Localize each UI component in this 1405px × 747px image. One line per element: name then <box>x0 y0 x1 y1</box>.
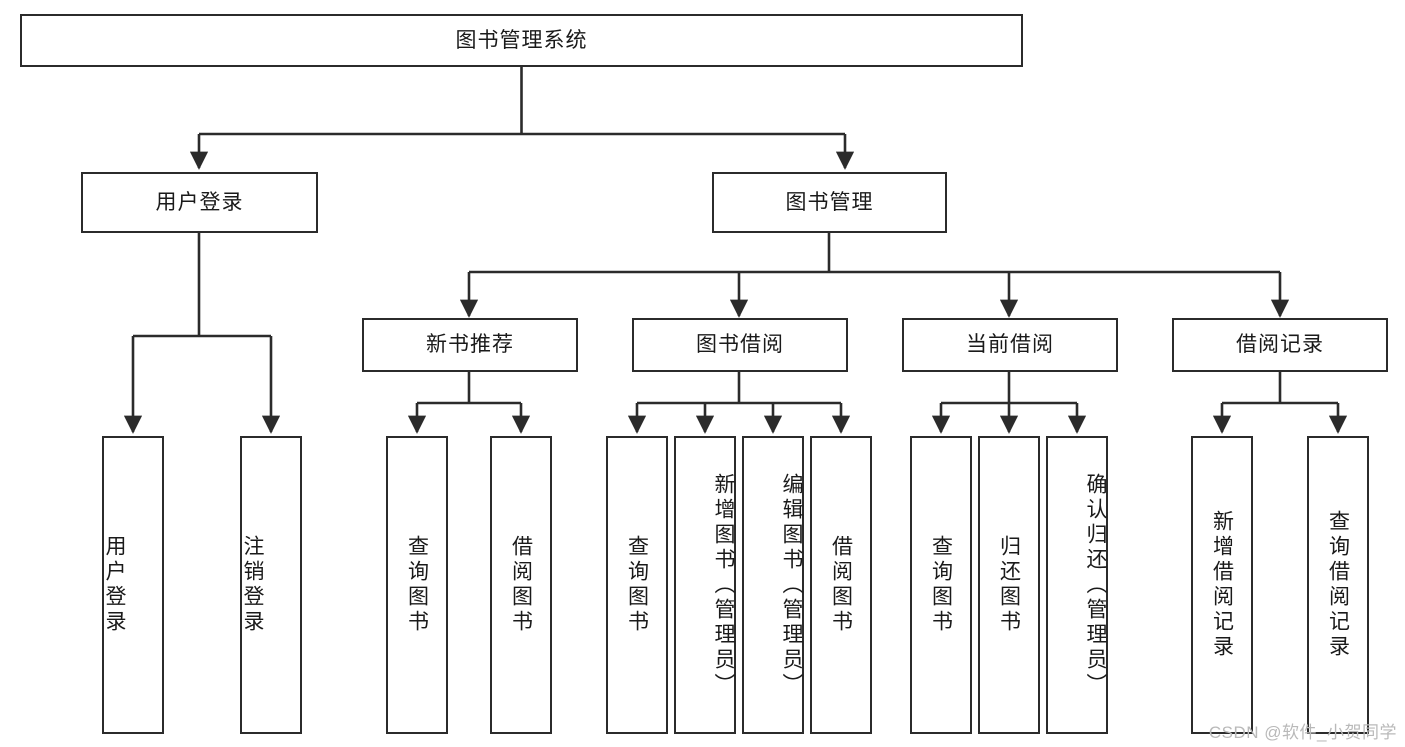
leaf-borrow-add-book-admin[interactable]: 新增图书（管理员） <box>674 436 736 734</box>
node-user-login[interactable]: 用户登录 <box>81 172 318 233</box>
node-label: 借阅图书 <box>509 535 533 635</box>
node-current-borrow[interactable]: 当前借阅 <box>902 318 1118 372</box>
node-borrow-record[interactable]: 借阅记录 <box>1172 318 1388 372</box>
node-label: 归还图书 <box>997 535 1021 635</box>
node-label: 确认归还（管理员） <box>1084 472 1107 698</box>
leaf-recommend-query-book[interactable]: 查询图书 <box>386 436 448 734</box>
node-label: 图书管理 <box>785 190 874 214</box>
node-label: 注销登录 <box>241 535 264 635</box>
node-label: 用户登录 <box>103 535 126 635</box>
node-label: 新书推荐 <box>426 333 514 357</box>
node-label: 图书借阅 <box>696 333 784 357</box>
csdn-watermark: CSDN @软件_小贺同学 <box>1208 723 1397 742</box>
leaf-borrow-query-book[interactable]: 查询图书 <box>606 436 668 734</box>
node-label: 图书管理系统 <box>455 28 588 52</box>
leaf-current-return-book[interactable]: 归还图书 <box>978 436 1040 734</box>
node-label: 借阅记录 <box>1236 333 1324 357</box>
node-label: 编辑图书（管理员） <box>780 472 803 698</box>
node-label: 借阅图书 <box>829 535 853 635</box>
leaf-user-login-signout[interactable]: 注销登录 <box>240 436 302 734</box>
node-label: 查询图书 <box>405 535 429 635</box>
leaf-record-add-record[interactable]: 新增借阅记录 <box>1191 436 1253 734</box>
leaf-borrow-edit-book-admin[interactable]: 编辑图书（管理员） <box>742 436 804 734</box>
node-label: 新增借阅记录 <box>1210 510 1234 660</box>
leaf-user-login-signin[interactable]: 用户登录 <box>102 436 164 734</box>
leaf-current-query-book[interactable]: 查询图书 <box>910 436 972 734</box>
node-new-book-recommend[interactable]: 新书推荐 <box>362 318 578 372</box>
node-label: 用户登录 <box>155 190 244 214</box>
leaf-recommend-borrow-book[interactable]: 借阅图书 <box>490 436 552 734</box>
node-label: 查询借阅记录 <box>1326 510 1350 660</box>
node-book-borrow[interactable]: 图书借阅 <box>632 318 848 372</box>
node-label: 新增图书（管理员） <box>712 472 735 698</box>
node-label: 查询图书 <box>929 535 953 635</box>
node-book-management[interactable]: 图书管理 <box>712 172 947 233</box>
leaf-borrow-borrow-book[interactable]: 借阅图书 <box>810 436 872 734</box>
leaf-current-confirm-return-admin[interactable]: 确认归还（管理员） <box>1046 436 1108 734</box>
leaf-record-query-record[interactable]: 查询借阅记录 <box>1307 436 1369 734</box>
node-label: 当前借阅 <box>966 333 1054 357</box>
node-label: 查询图书 <box>625 535 649 635</box>
node-root-system[interactable]: 图书管理系统 <box>20 14 1023 67</box>
